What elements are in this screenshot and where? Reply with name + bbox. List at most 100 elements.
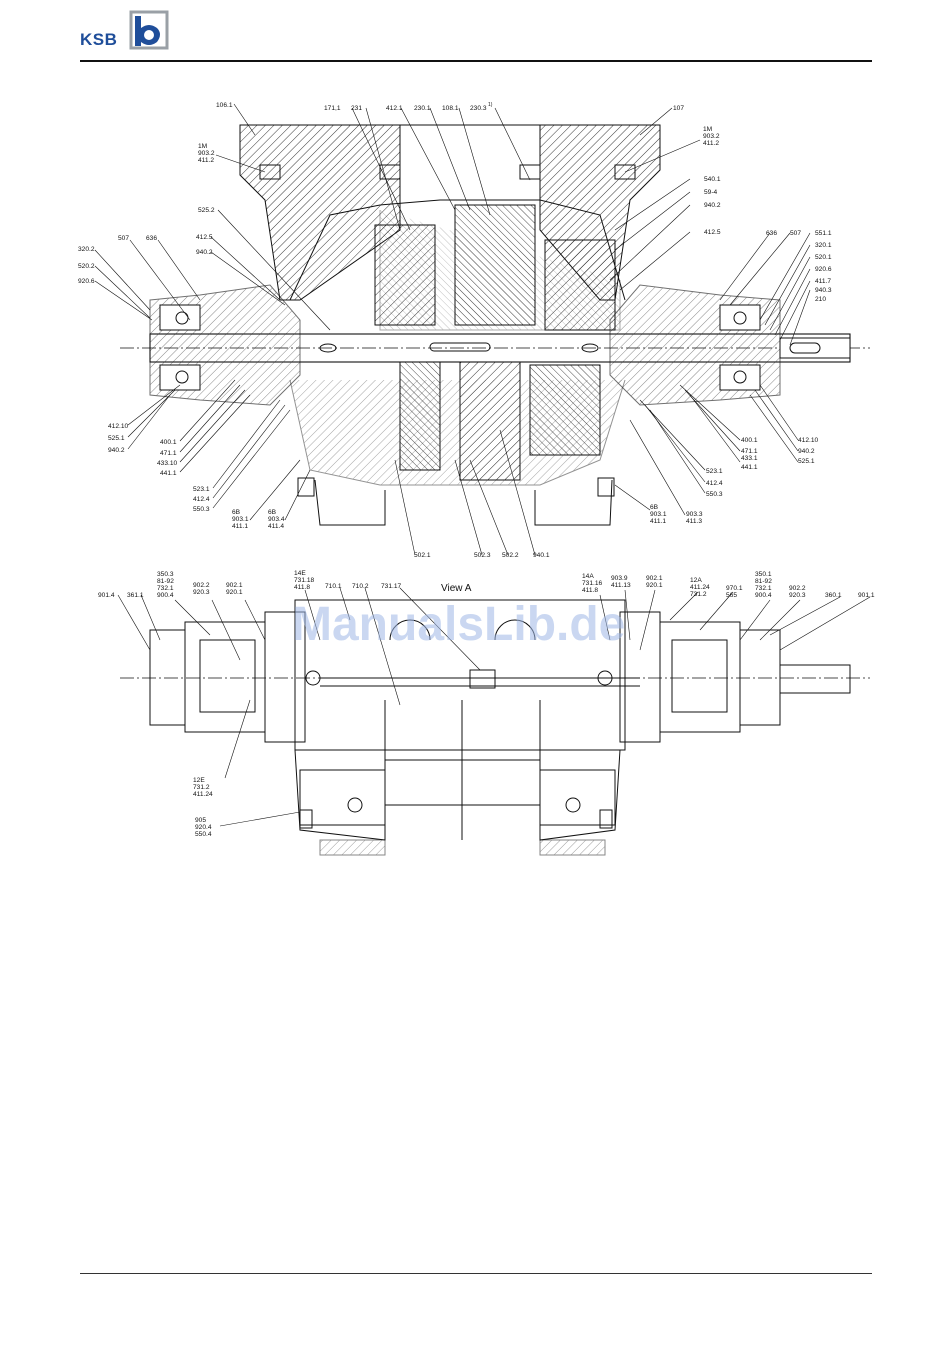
label-350-1: 350.1 [755, 571, 772, 578]
logo-text: KSB [80, 30, 118, 49]
label-731-2-right: 731.2 [690, 591, 707, 598]
label-320-1: 320.1 [815, 242, 832, 249]
label-523-1-left: 523.1 [193, 486, 210, 493]
label-636-left: 636 [146, 235, 157, 242]
label-523-1-right: 523.1 [706, 468, 723, 475]
label-6b-right: 6B [650, 504, 659, 511]
label-411-24-right: 411.24 [690, 584, 710, 591]
label-540-1: 540.1 [704, 176, 721, 183]
label-525-1-left: 525.1 [108, 435, 125, 442]
label-903-4: 903.4 [268, 516, 285, 523]
label-902-1-right: 902.1 [646, 575, 663, 582]
label-361-1: 361.1 [127, 592, 144, 599]
footer-rule [80, 1273, 872, 1274]
label-900-4-right: 900.4 [755, 592, 772, 599]
label-59-4: 59-4 [704, 189, 718, 196]
label-550-3-left: 550.3 [193, 506, 210, 513]
label-411-1-right: 411.1 [650, 518, 666, 525]
label-471-1-right: 471.1 [741, 448, 758, 455]
label-507-right: 507 [790, 230, 801, 237]
label-412-4-right: 412.4 [706, 480, 723, 487]
label-520-2: 520.2 [78, 263, 95, 270]
ksb-logo-mark-icon [129, 10, 169, 50]
label-230-3-footnote: 1) [488, 102, 493, 108]
label-903-3: 903.3 [686, 511, 703, 518]
label-411-8-left: 411.8 [294, 584, 310, 591]
label-210: 210 [815, 296, 826, 303]
label-1m-left-c: 411.2 [198, 157, 214, 164]
label-411-3: 411.3 [686, 518, 702, 525]
label-411-8-right: 411.8 [582, 587, 598, 594]
label-1m-left-b: 903.2 [198, 150, 215, 157]
label-6b-a: 6B [232, 509, 241, 516]
label-731-2-left: 731.2 [193, 784, 210, 791]
leader-lines-top [94, 103, 811, 556]
label-710-1: 710.1 [325, 583, 342, 590]
label-550-4: 550.4 [195, 831, 212, 838]
label-108-1: 108.1 [442, 105, 459, 112]
label-1m-right-c: 411.2 [703, 140, 719, 147]
label-12e: 12E [193, 777, 205, 784]
label-550-3-right: 550.3 [706, 491, 723, 498]
label-171-1: 171,1 [324, 105, 341, 112]
label-731-17: 731.17 [381, 583, 402, 590]
ksb-logo: KSB [80, 8, 180, 54]
label-230-1: 230.1 [414, 105, 431, 112]
label-710-2: 710.2 [352, 583, 369, 590]
labels-section-view: 106.1 171,1 231 412.1 230.1 108.1 230.3 … [78, 102, 832, 559]
label-920-6-right: 920.6 [815, 266, 832, 273]
view-a-title: View A [441, 583, 472, 594]
label-433-10: 433.10 [157, 460, 178, 467]
label-920-3-left: 920.3 [193, 589, 210, 596]
label-940-1: 940.1 [533, 552, 550, 559]
label-1m-right-a: 1M [703, 126, 712, 133]
label-441-1-left: 441.1 [160, 470, 177, 477]
label-940-2-right: 940.2 [704, 202, 721, 209]
label-412-5-right: 412.5 [704, 229, 721, 236]
label-6b-b: 6B [268, 509, 277, 516]
label-12a: 12A [690, 577, 702, 584]
label-902-1-left: 902.1 [226, 582, 243, 589]
label-940-3: 940.3 [815, 287, 832, 294]
label-903-9: 903.9 [611, 575, 628, 582]
label-412-1: 412.1 [386, 105, 403, 112]
label-920-6: 920.6 [78, 278, 95, 285]
label-902-2-left: 902.2 [193, 582, 210, 589]
labels-view-a: View A 901.4 361.1 350.3 81-92 732.1 900… [98, 570, 875, 838]
label-441-1-right: 441.1 [741, 464, 758, 471]
label-502-1: 502.1 [414, 552, 431, 559]
label-230-3: 230.3 [470, 105, 487, 112]
view-a [120, 599, 870, 856]
label-920-3-right: 920.3 [789, 592, 806, 599]
label-940-2-left: 940.2 [196, 249, 213, 256]
label-14a: 14A [582, 573, 594, 580]
label-433-1-right: 433.1 [741, 455, 758, 462]
label-107: 107 [673, 105, 684, 112]
label-901-1: 901.1 [858, 592, 875, 599]
label-551-1: 551.1 [815, 230, 832, 237]
label-905: 905 [195, 817, 206, 824]
label-636-right: 636 [766, 230, 777, 237]
label-507-left: 507 [118, 235, 129, 242]
label-525-2: 525.2 [198, 207, 215, 214]
label-903-1-right: 903.1 [650, 511, 667, 518]
label-902-2-right: 902.2 [789, 585, 806, 592]
label-1m-right-b: 903.2 [703, 133, 720, 140]
label-360-1: 360.1 [825, 592, 842, 599]
label-940-2-lower-left: 940.2 [108, 447, 125, 454]
label-400-1-left: 400.1 [160, 439, 177, 446]
label-471-1-left: 471.1 [160, 450, 177, 457]
label-231: 231 [351, 105, 362, 112]
label-525-1-right: 525.1 [798, 458, 815, 465]
label-411-13: 411.13 [611, 582, 631, 589]
label-731-16: 731.16 [582, 580, 603, 587]
label-412-10-left: 412.10 [108, 423, 129, 430]
label-320-2: 320.2 [78, 246, 95, 253]
label-565: 565 [726, 592, 737, 599]
label-106-1: 106.1 [216, 102, 233, 109]
label-520-1: 520.1 [815, 254, 832, 261]
label-400-1-right: 400.1 [741, 437, 758, 444]
label-901-4: 901.4 [98, 592, 115, 599]
label-732-1-right: 732.1 [755, 585, 772, 592]
